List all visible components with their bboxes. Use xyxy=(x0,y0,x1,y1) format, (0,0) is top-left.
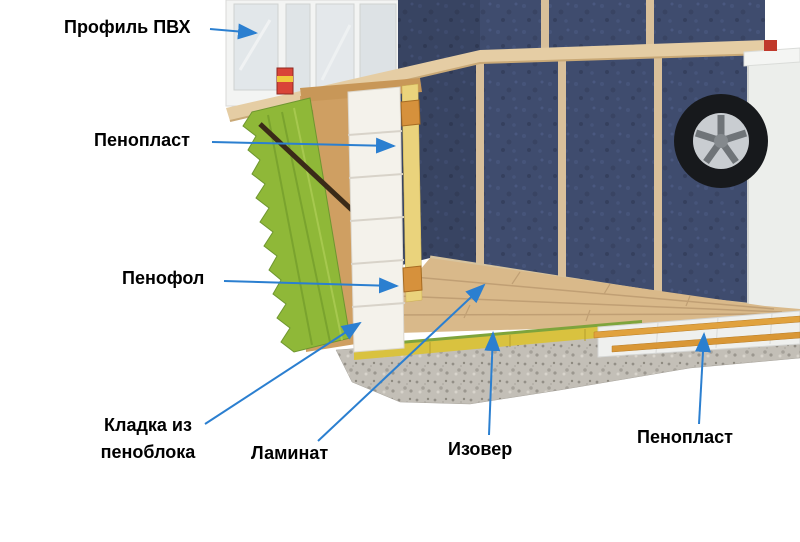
wall-cross-section xyxy=(242,78,423,353)
label-pvc-profile: Профиль ПВХ xyxy=(64,17,191,37)
label-foam-block-masonry-line1: Кладка из xyxy=(104,415,192,435)
label-izover: Изовер xyxy=(448,439,513,459)
car-wheel xyxy=(674,94,768,188)
label-penoplast-wall: Пенопласт xyxy=(94,130,190,150)
laminate-floor xyxy=(365,258,800,334)
label-laminate: Ламинат xyxy=(251,443,329,463)
label-penofol: Пенофол xyxy=(122,268,205,288)
leader-arrows xyxy=(204,23,711,442)
label-foam-block-masonry-line2: пеноблока xyxy=(100,442,196,462)
cabinet xyxy=(743,40,800,312)
label-foam-block-masonry: Кладка из пеноблока xyxy=(82,412,214,466)
label-penoplast-floor: Пенопласт xyxy=(637,427,733,447)
